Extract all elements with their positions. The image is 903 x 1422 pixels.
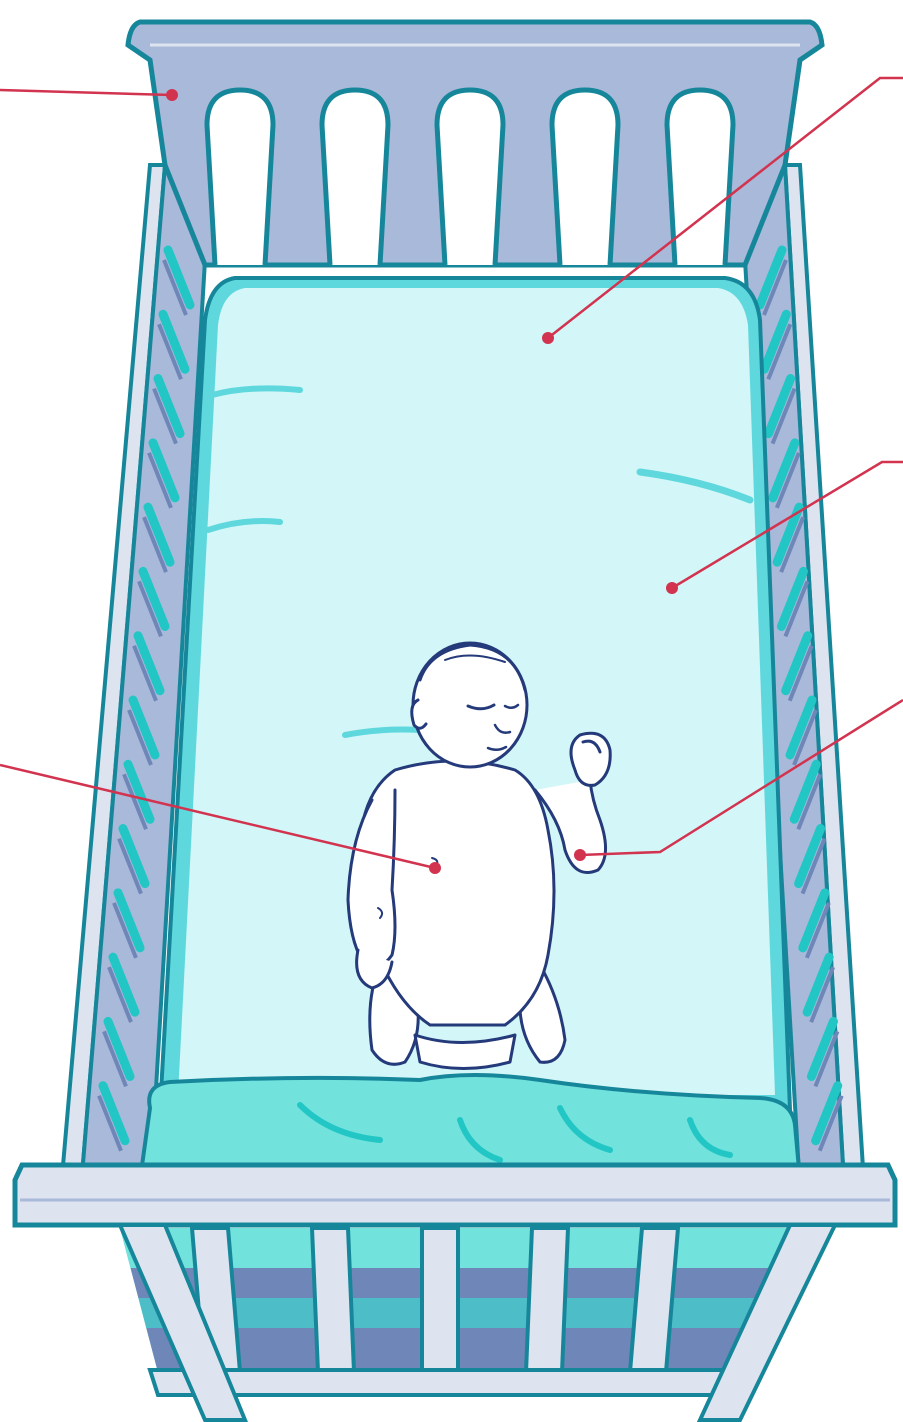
footboard	[100, 1225, 835, 1420]
foot-slat	[526, 1228, 568, 1372]
headboard-slot	[552, 90, 618, 265]
callout-mattress-dot	[666, 582, 678, 594]
callout-fitted-sheet-dot	[542, 332, 554, 344]
headboard-slot	[667, 90, 733, 265]
headboard	[128, 22, 822, 265]
foot-slat	[312, 1228, 354, 1372]
callout-arm-dot	[574, 849, 586, 861]
callout-headboard-dot	[166, 89, 178, 101]
headboard-slot	[437, 90, 503, 265]
headboard-slot	[207, 90, 273, 265]
headboard-slot	[322, 90, 388, 265]
foot-slat	[422, 1228, 458, 1372]
callout-onesie-dot	[429, 862, 441, 874]
callout-headboard-line	[0, 90, 172, 95]
front-rail	[15, 1165, 895, 1225]
